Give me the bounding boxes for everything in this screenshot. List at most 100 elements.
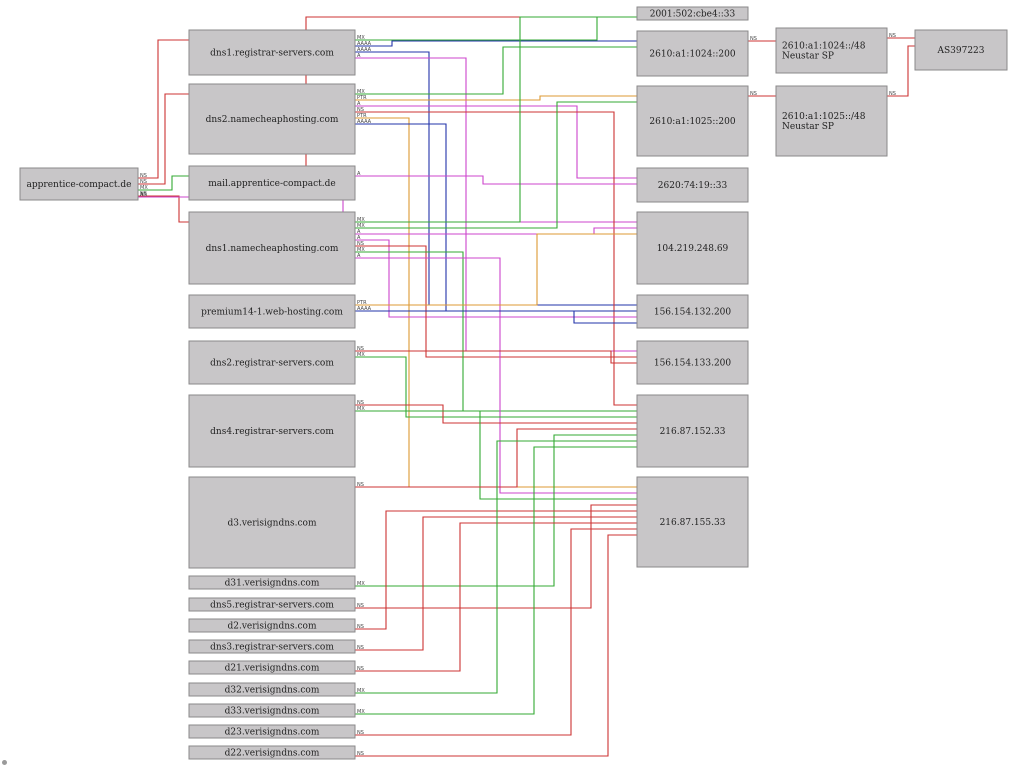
node-box xyxy=(188,639,356,654)
node-label: AS397223 xyxy=(936,46,984,56)
node-label: 2620:74:19::33 xyxy=(658,181,728,191)
edge-apprentice-dns1nc xyxy=(138,195,189,223)
node-premium[interactable]: premium14-1.web-hosting.com xyxy=(188,294,356,329)
edge-d23-ip4e xyxy=(355,528,637,736)
node-dns3reg[interactable]: dns3.registrar-servers.com xyxy=(188,639,356,654)
node-box xyxy=(636,30,749,77)
node-box xyxy=(636,340,749,385)
node-box xyxy=(188,476,356,569)
node-ip6d[interactable]: 2620:74:19::33 xyxy=(636,167,749,203)
edge-apprentice-dns1reg xyxy=(138,39,189,179)
node-label: 2610:a1:1025::200 xyxy=(649,117,735,127)
edge-dns2nc-ip4e xyxy=(355,117,637,488)
node-box xyxy=(188,29,356,76)
node-d33[interactable]: d33.verisigndns.com xyxy=(188,703,356,718)
edge-label: NS xyxy=(750,36,757,42)
node-dns4reg[interactable]: dns4.registrar-servers.com xyxy=(188,394,356,468)
edge-dns4reg-ip4d xyxy=(355,404,637,424)
node-label: d31.verisigndns.com xyxy=(225,579,320,589)
node-ip6b[interactable]: 2610:a1:1024::200 xyxy=(636,30,749,77)
node-box xyxy=(188,703,356,718)
node-d23[interactable]: d23.verisigndns.com xyxy=(188,724,356,739)
node-ip4b[interactable]: 156.154.132.200 xyxy=(636,294,749,329)
node-label: mail.apprentice-compact.de xyxy=(208,179,335,189)
node-label: premium14-1.web-hosting.com xyxy=(201,308,343,318)
node-label: dns1.namecheaphosting.com xyxy=(206,244,339,254)
edge-label: NS xyxy=(140,192,147,198)
node-ip6a[interactable]: 2001:502:cbe4::33 xyxy=(636,6,749,21)
node-d21[interactable]: d21.verisigndns.com xyxy=(188,660,356,675)
node-sublabel: Neustar SP xyxy=(782,122,834,132)
edge-label: AAAA xyxy=(357,41,372,47)
edge-label: AAAA xyxy=(357,47,372,53)
node-ip6c[interactable]: 2610:a1:1025::200 xyxy=(636,85,749,157)
node-mail[interactable]: mail.apprentice-compact.de xyxy=(188,165,356,201)
edge-dns2nc-ip6d xyxy=(355,105,637,179)
edge-d3-ip4d xyxy=(355,428,637,488)
edge-d33-ip4d xyxy=(355,446,637,715)
node-d22[interactable]: d22.verisigndns.com xyxy=(188,745,356,760)
edge-mail-ip6d xyxy=(355,175,637,185)
edge-d22-ip4e xyxy=(355,534,637,757)
node-label: 2610:a1:1024::200 xyxy=(649,50,735,60)
node-apprentice[interactable]: apprentice-compact.de xyxy=(19,167,139,201)
node-label: 216.87.155.33 xyxy=(660,518,726,528)
edge-label: NS xyxy=(357,603,364,609)
edge-dns2reg-ip4d xyxy=(355,356,637,418)
edge-apprentice-dns2nc xyxy=(138,93,189,185)
node-d2[interactable]: d2.verisigndns.com xyxy=(188,618,356,633)
edge-label: A xyxy=(357,101,361,107)
node-box xyxy=(636,167,749,203)
edge-dns1nc-ip4b xyxy=(355,239,637,318)
node-dns2reg[interactable]: dns2.registrar-servers.com xyxy=(188,340,356,385)
node-d32[interactable]: d32.verisigndns.com xyxy=(188,682,356,697)
edge-label: NS xyxy=(140,191,147,197)
edge-label: NS xyxy=(357,346,364,352)
node-label: 156.154.133.200 xyxy=(654,359,732,369)
node-label: 2610:a1:1025::/48 xyxy=(782,112,866,122)
edge-label: NS xyxy=(357,666,364,672)
edge-label: NS xyxy=(750,91,757,97)
node-box xyxy=(188,745,356,760)
node-label: 2610:a1:1024::/48 xyxy=(782,42,866,52)
node-as[interactable]: AS397223 xyxy=(914,29,1008,71)
edge-label: MX xyxy=(357,688,365,694)
edge-dns2nc-ip4d xyxy=(355,111,637,406)
edge-label: NS xyxy=(357,624,364,630)
edge-label: MX xyxy=(357,89,365,95)
node-box xyxy=(188,83,356,155)
edge-dns3reg-ip4e xyxy=(355,516,637,651)
edge-dns1reg-ip6a xyxy=(355,16,637,41)
node-label: d23.verisigndns.com xyxy=(225,728,320,738)
node-label: dns3.registrar-servers.com xyxy=(210,643,334,653)
node-layer: apprentice-compact.de dns1.registrar-serv… xyxy=(19,6,1008,760)
node-ip4a[interactable]: 104.219.248.69 xyxy=(636,211,749,285)
node-dns1reg[interactable]: dns1.registrar-servers.com xyxy=(188,29,356,76)
node-box xyxy=(775,27,888,74)
edge-label: MX xyxy=(357,217,365,223)
node-box xyxy=(188,340,356,385)
node-box xyxy=(19,167,139,201)
node-label: apprentice-compact.de xyxy=(27,180,132,190)
node-ip4c[interactable]: 156.154.133.200 xyxy=(636,340,749,385)
edge-label: PTR xyxy=(357,113,367,119)
edge-dns1nc-ip4a xyxy=(355,227,637,235)
node-dns1nc[interactable]: dns1.namecheaphosting.com xyxy=(188,211,356,285)
edge-dns1nc-ip6c xyxy=(355,101,637,229)
edge-label: MX xyxy=(357,35,365,41)
edge-premium-ip4b xyxy=(355,310,637,324)
edge-dns1nc-ip4c xyxy=(355,245,637,358)
node-ip4e[interactable]: 216.87.155.33 xyxy=(636,476,749,568)
node-d31[interactable]: d31.verisigndns.com xyxy=(188,575,356,590)
edge-layer: NSNSMXNSNSAMXAAAAAAAAAMXPTRANSPTRAAAAAMX… xyxy=(138,16,932,757)
node-dns2nc[interactable]: dns2.namecheaphosting.com xyxy=(188,83,356,155)
node-d3[interactable]: d3.verisigndns.com xyxy=(188,476,356,569)
node-label: 104.219.248.69 xyxy=(657,244,729,254)
node-label: 2001:502:cbe4::33 xyxy=(650,10,736,20)
node-ip4d[interactable]: 216.87.152.33 xyxy=(636,394,749,468)
node-dns5reg[interactable]: dns5.registrar-servers.com xyxy=(188,597,356,612)
node-label: d33.verisigndns.com xyxy=(225,707,320,717)
